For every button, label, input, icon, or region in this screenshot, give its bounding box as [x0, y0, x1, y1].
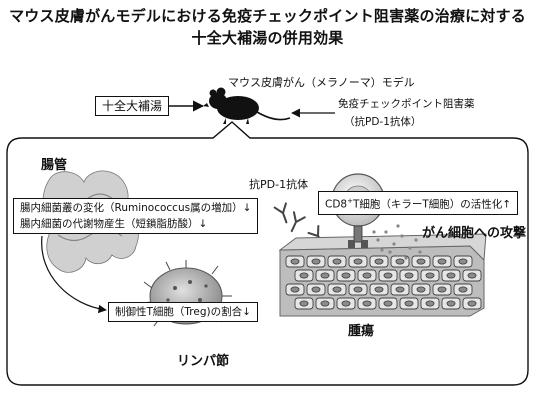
inhibitor-sub-label: （抗PD-1抗体）	[344, 116, 422, 128]
granule-dot	[400, 234, 404, 238]
granule-dot	[388, 250, 392, 254]
tumor-cell-nucleus	[467, 300, 477, 307]
granule-dot	[372, 230, 376, 234]
tumor-cell-nucleus	[446, 300, 456, 307]
inhibitor-label: 免疫チェックポイント阻害薬	[338, 98, 475, 110]
tumor-cell-nucleus	[416, 258, 426, 265]
tumor-cell-nucleus	[332, 286, 342, 293]
tumor-cell-nucleus	[383, 272, 393, 279]
diagram-title-line2: 十全大補湯の併用効果	[191, 29, 344, 47]
cd8-sup: +	[347, 197, 353, 205]
microbe-change-box: 腸内細菌叢の変化（Ruminococcus属の増加）↓ 腸内細菌の代謝物産生（短…	[13, 198, 259, 234]
tumor-cell-nucleus	[311, 258, 321, 265]
tumor-cell-nucleus	[353, 286, 363, 293]
tumor-cell-nucleus	[383, 300, 393, 307]
tumor-cell-nucleus	[320, 272, 330, 279]
granule-dot	[396, 224, 400, 228]
tumor-cell-nucleus	[299, 272, 309, 279]
tumor-cell-nucleus	[458, 286, 468, 293]
granule-dot	[408, 246, 412, 250]
tumor-cell-nucleus	[404, 272, 414, 279]
tumor-cell-nucleus	[290, 258, 300, 265]
tumor-cell-nucleus	[341, 272, 351, 279]
granule-dot	[384, 230, 388, 234]
tumor-cell-nucleus	[416, 286, 426, 293]
cytotoxic-granules	[372, 224, 422, 260]
intestine-label: 腸管	[41, 158, 68, 173]
cd8-rest: T細胞（キラーT細胞）の活性化↑	[352, 198, 512, 211]
tumor-cells	[285, 255, 482, 310]
treg-box: 制御性T細胞（Treg)の割合↓	[108, 302, 258, 322]
granule-dot	[404, 256, 408, 260]
cd8-activation-box: CD8+T細胞（キラーT細胞）の活性化↑	[318, 191, 519, 215]
tumor-cell-nucleus	[395, 286, 405, 293]
tumor-cell-nucleus	[458, 258, 468, 265]
granule-dot	[380, 248, 384, 252]
granule-dot	[418, 250, 422, 254]
granule-dot	[392, 242, 396, 246]
tumor-cell-nucleus	[299, 300, 309, 307]
attack-label: がん細胞への攻撃	[422, 226, 527, 241]
microbe-line1: 腸内細菌叢の変化（Ruminococcus属の増加）↓	[20, 202, 252, 214]
tumor-cell-nucleus	[320, 300, 330, 307]
granule-dot	[414, 238, 418, 242]
tumor-cell-nucleus	[437, 286, 447, 293]
antibody-icons	[273, 202, 325, 246]
tumor-cell-nucleus	[374, 286, 384, 293]
tumor-cell-nucleus	[425, 300, 435, 307]
antibody-label: 抗PD-1抗体	[249, 178, 309, 191]
lymph-node-label: リンパ節	[177, 354, 230, 369]
granule-dot	[376, 238, 380, 242]
tumor-cell-nucleus	[290, 286, 300, 293]
tumor-cell-nucleus	[446, 272, 456, 279]
tumor-cell-nucleus	[425, 272, 435, 279]
diagram-title-line1: マウス皮膚がんモデルにおける免疫チェックポイント阻害薬の治療に対する	[9, 7, 526, 25]
tumor-cell-nucleus	[362, 300, 372, 307]
tumor-cell-nucleus	[353, 258, 363, 265]
mouse-model-label: マウス皮膚がん（メラノーマ）モデル	[228, 76, 415, 89]
tumor-cell-nucleus	[404, 300, 414, 307]
tumor-cell-nucleus	[437, 258, 447, 265]
tumor-cell-nucleus	[362, 272, 372, 279]
herbal-medicine-box: 十全大補湯	[95, 96, 170, 116]
tumor-cell-nucleus	[332, 258, 342, 265]
tumor-label: 腫瘍	[348, 324, 375, 339]
tumor-cell-nucleus	[374, 258, 384, 265]
tumor-cell-nucleus	[341, 300, 351, 307]
gut-to-lymph-arrow	[41, 235, 107, 314]
cd8-prefix: CD8	[325, 198, 348, 211]
tumor-cell-nucleus	[467, 272, 477, 279]
tumor-cell-nucleus	[395, 258, 405, 265]
tumor-cell-nucleus	[311, 286, 321, 293]
microbe-line2: 腸内細菌の代謝物産生（短鎖脂肪酸）↓	[20, 218, 208, 230]
mouse-icon	[203, 87, 291, 124]
